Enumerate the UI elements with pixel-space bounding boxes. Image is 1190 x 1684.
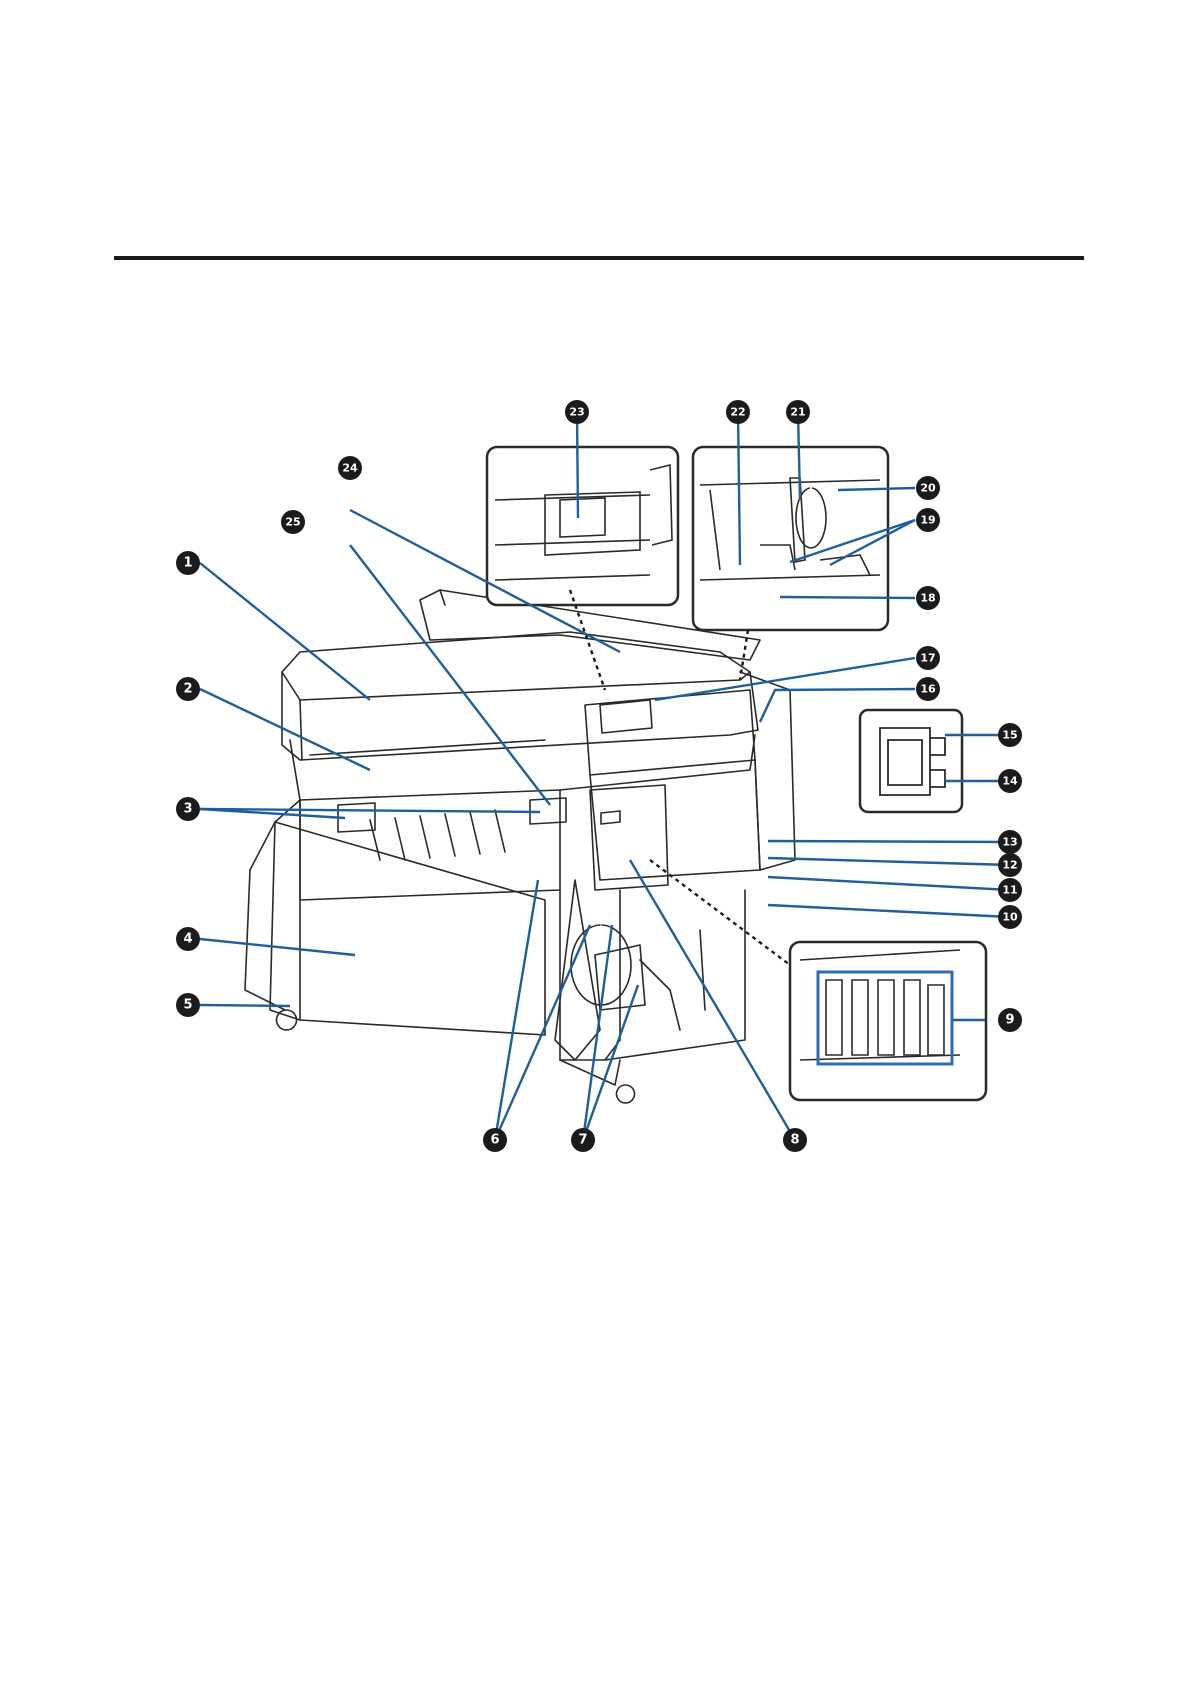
inset-23 [487,447,678,605]
inset-ports [860,710,962,812]
callout-label-13: 13 [1002,836,1017,849]
callout-label-25: 25 [285,516,300,529]
callout-label-6: 6 [490,1133,499,1148]
callout-label-18: 18 [920,592,935,605]
callout-label-7: 7 [578,1133,587,1148]
callout-label-21: 21 [790,406,805,419]
callout-label-10: 10 [1002,911,1018,924]
callout-label-11: 11 [1002,884,1017,897]
callout-label-8: 8 [790,1133,799,1148]
callout-label-24: 24 [342,462,358,475]
callout-label-2: 2 [183,682,192,697]
callout-label-15: 15 [1002,729,1017,742]
callout-label-4: 4 [183,932,192,947]
callout-label-17: 17 [920,652,935,665]
callout-label-19: 19 [920,514,935,527]
callout-label-22: 22 [730,406,745,419]
callout-label-16: 16 [920,683,936,696]
callout-label-23: 23 [569,406,584,419]
callout-label-1: 1 [183,556,192,571]
callout-label-20: 20 [920,482,936,495]
callout-label-5: 5 [183,998,192,1013]
callout-label-14: 14 [1002,775,1018,788]
callout-label-3: 3 [183,802,192,817]
callout-label-9: 9 [1005,1013,1014,1028]
callout-label-12: 12 [1002,859,1017,872]
